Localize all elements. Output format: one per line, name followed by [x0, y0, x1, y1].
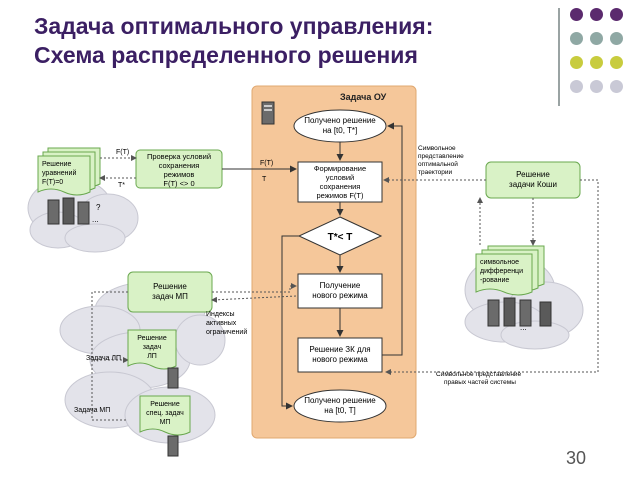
- solve-zk-line-2: нового режима: [312, 355, 368, 364]
- left-equations-doc: Решение уравнений F(T)=0: [37, 147, 101, 196]
- dot: [590, 32, 603, 45]
- dot: [590, 8, 603, 21]
- label-t-star-top: T*: [118, 182, 125, 189]
- symbolic-diff-doc: символьное дифференци -рование: [475, 245, 545, 296]
- sym-cond-2: представление: [418, 153, 464, 160]
- lp-line-3: ЛП: [147, 353, 157, 360]
- dot: [570, 8, 583, 21]
- label-task-lp: Задача ЛП: [86, 355, 121, 362]
- spec-mp-doc: Решение спец. задач МП: [139, 395, 191, 436]
- page-title: Задача оптимального управления: Схема ра…: [34, 12, 554, 70]
- title-line-1: Задача оптимального управления:: [34, 13, 434, 39]
- spec-line-2: спец. задач: [146, 410, 184, 417]
- dot: [570, 32, 583, 45]
- cauchy-arrows: [383, 177, 599, 375]
- left-doc-line-3: F(T)=0: [42, 179, 63, 186]
- check-conditions-box: Проверка условий сохранения режимов F(T)…: [135, 149, 223, 189]
- start-node: Получено решение на [t0, T*]: [293, 109, 387, 143]
- spec-line-3: МП: [160, 419, 171, 426]
- symb-line-1: символьное: [480, 259, 519, 266]
- lp-line-1: Решение: [137, 335, 167, 342]
- dot: [610, 56, 623, 69]
- dot: [610, 80, 623, 93]
- sym-cond-4: траектории: [418, 169, 453, 176]
- left-doc-arrows: [99, 155, 137, 181]
- end-node: Получено решение на [t0, T]: [293, 389, 387, 423]
- label-t-mid: T: [262, 176, 267, 183]
- check-line-2: сохранения: [159, 161, 200, 170]
- new-mode-line-1: Получение: [320, 281, 361, 290]
- check-line-4: F(T) <> 0: [163, 179, 194, 188]
- label-active-2: активных: [206, 320, 237, 327]
- label-dots-left: ...: [92, 215, 99, 224]
- check-line-3: режимов: [164, 170, 195, 179]
- title-line-2: Схема распределенного решения: [34, 42, 418, 68]
- lp-line-2: задач: [143, 344, 162, 351]
- end-line-1: Получено решение: [304, 396, 376, 405]
- label-active-3: ограничений: [206, 328, 247, 336]
- dot: [590, 80, 603, 93]
- label-f-t-mid: F(T): [260, 160, 273, 167]
- new-mode-box: Получение нового режима: [297, 273, 383, 309]
- form-conditions-box: Формирование условий сохранения режимов …: [297, 161, 383, 203]
- mp-arrows: [91, 283, 297, 421]
- mp-solve-box: Решение задач МП: [127, 271, 213, 313]
- symb-line-2: дифференци: [480, 268, 523, 275]
- sym-rhs-1: Символьное представление: [436, 371, 522, 378]
- end-line-2: на [t0, T]: [324, 406, 355, 415]
- page-number: 30: [566, 448, 587, 468]
- sym-cond-1: Символьное: [418, 145, 456, 152]
- cauchy-line-1: Решение: [516, 170, 550, 179]
- left-doc-line-1: Решение: [42, 161, 72, 168]
- form-line-2: условий: [326, 173, 354, 182]
- server-icon: [47, 197, 90, 225]
- solve-zk-line-1: Решение ЗК для: [309, 345, 370, 354]
- server-icon: [487, 297, 552, 327]
- dot: [590, 56, 603, 69]
- label-active-1: Индексы: [206, 311, 235, 318]
- decision-label: T*< T: [328, 232, 353, 243]
- solve-zk-box: Решение ЗК для нового режима: [297, 337, 383, 373]
- new-mode-line-2: нового режима: [312, 291, 368, 300]
- start-line-1: Получено решение: [304, 116, 376, 125]
- form-line-4: режимов F(T): [316, 191, 364, 200]
- sym-cond-3: оптимальной: [418, 160, 458, 168]
- form-line-1: Формирование: [314, 164, 366, 173]
- decorative-dots: [570, 8, 632, 104]
- header-divider: [558, 8, 560, 106]
- spec-line-1: Решение: [150, 401, 180, 408]
- dot: [610, 8, 623, 21]
- symb-line-3: -рование: [480, 277, 509, 284]
- check-line-1: Проверка условий: [147, 152, 211, 161]
- server-icon: [167, 435, 179, 457]
- dot: [570, 80, 583, 93]
- label-question: ?: [96, 203, 101, 212]
- panel-title: Задача ОУ: [340, 92, 387, 102]
- dot: [610, 32, 623, 45]
- server-icon: [167, 367, 179, 389]
- form-line-3: сохранения: [320, 182, 361, 191]
- server-icon: [261, 101, 275, 125]
- start-line-2: на [t0, T*]: [323, 126, 358, 135]
- sym-rhs-2: правых частей системы: [444, 378, 516, 386]
- label-f-t-top: F(T): [116, 149, 129, 156]
- label-task-mp: Задача МП: [74, 407, 110, 414]
- dot: [570, 56, 583, 69]
- flow-arrows: [281, 122, 403, 410]
- mp-line-1: Решение: [153, 282, 187, 291]
- left-doc-line-2: уравнений: [42, 169, 76, 177]
- label-dots-right: ...: [520, 323, 527, 332]
- lp-doc: Решение задач ЛП: [127, 329, 177, 370]
- mp-line-2: задач МП: [152, 292, 188, 301]
- cauchy-line-2: задачи Коши: [509, 180, 557, 189]
- cauchy-box: Решение задачи Коши: [485, 161, 581, 199]
